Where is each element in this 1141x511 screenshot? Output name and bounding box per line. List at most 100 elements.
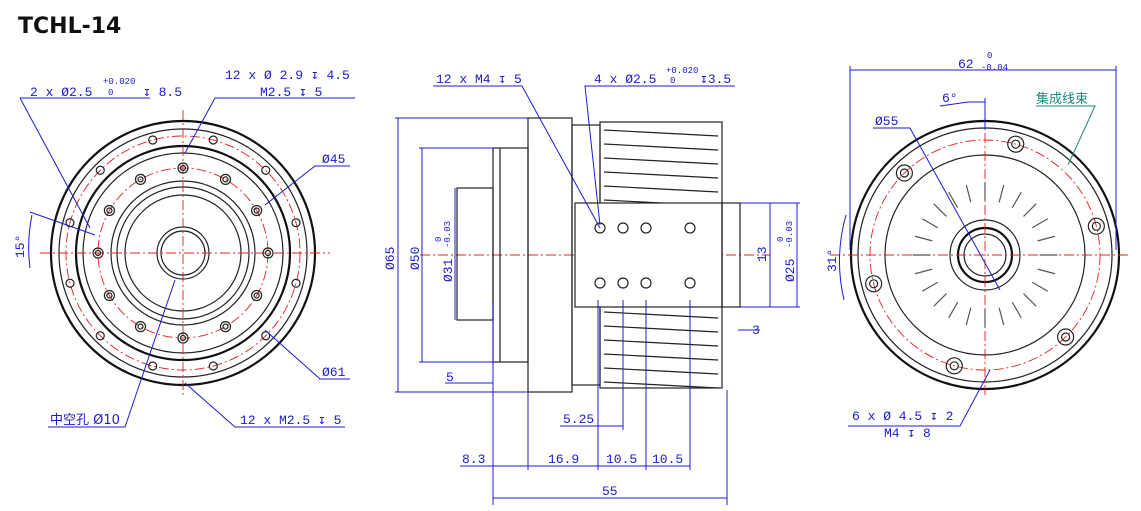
side-hole: [617, 277, 629, 289]
thread-hole-inner: [179, 164, 187, 172]
rear-holes-label-1: 6 x Ø 4.5 ↧ 2: [852, 409, 953, 424]
hollow-hole-label: 中空孔 Ø10: [50, 413, 120, 428]
cooling-fin: [603, 339, 719, 347]
pin-holes-label: 2 x Ø2.5: [30, 85, 92, 100]
cooling-fin: [603, 129, 719, 137]
vent-slot: [1032, 281, 1048, 292]
outer-bolt-hole: [65, 218, 75, 228]
side-hole: [684, 277, 696, 289]
vent-slot: [914, 235, 933, 242]
vent-slot: [965, 184, 972, 203]
dim-5-25-label: 5.25: [563, 412, 594, 427]
mount-hole: [1087, 217, 1105, 235]
side-view: 12 x M4 ↧ 5 4 x Ø2.5 +0.020 0 ↧3.5 Ø65 Ø…: [383, 66, 800, 505]
cooling-fin: [603, 353, 719, 361]
dia-50-label: Ø50: [408, 247, 423, 270]
vent-slot: [1023, 203, 1037, 217]
thread-hole: [134, 321, 147, 333]
angle-6-label: 6°: [942, 91, 958, 106]
rear-view: 62 0 -0.04 6° 集成线束 Ø55 31° 6 x Ø 4.5 ↧ 2…: [825, 51, 1130, 441]
dia-61-label: Ø61: [322, 365, 346, 380]
outer-bolt-hole: [291, 218, 301, 228]
thread-hole: [251, 289, 263, 302]
vent-slot: [1037, 268, 1056, 275]
thread-hole: [219, 321, 232, 333]
dim-10-5-b-label: 10.5: [652, 452, 683, 467]
mount-hole-inner: [1011, 139, 1021, 149]
thread-hole: [103, 289, 115, 302]
vent-slot: [914, 268, 933, 275]
thread-hole: [262, 247, 274, 259]
angle-31-label: 31°: [825, 249, 840, 272]
width-tol-lower: -0.04: [981, 63, 1008, 73]
outer-bolt-hole: [95, 331, 105, 341]
vent-slot: [933, 203, 947, 217]
cooling-fin: [603, 171, 719, 179]
dim-55-label: 55: [602, 484, 618, 499]
mount-hole-inner: [1061, 332, 1071, 342]
dia-31-tol-upper: 0: [434, 237, 444, 242]
thread-hole-inner: [106, 207, 113, 214]
side-hole: [617, 222, 629, 234]
thread-hole-inner: [137, 323, 144, 330]
thread-hole-inner: [253, 292, 260, 299]
vent-slot: [922, 218, 938, 229]
side-pin-tol-upper: +0.020: [666, 66, 698, 76]
vent-slot: [965, 307, 972, 326]
mount-hole: [865, 275, 883, 293]
thread-hole-inner: [137, 176, 144, 183]
dia-31-tol-lower: -0.03: [443, 221, 453, 248]
cooling-fin: [603, 143, 719, 151]
mount-hole-inner: [899, 168, 909, 178]
dia-25-tol-lower: -0.03: [785, 221, 795, 248]
dim-8-3-label: 8.3: [462, 452, 485, 467]
outer-bolt-hole: [208, 361, 218, 371]
outer-bolt-hole: [148, 135, 158, 145]
integrated-harness-label: 集成线束: [1036, 91, 1088, 107]
vent-slot: [1023, 293, 1037, 307]
thread-hole-inner: [253, 207, 260, 214]
thread-holes-label-1: 12 x Ø 2.9 ↧ 4.5: [225, 68, 350, 83]
bolt-holes-label: 12 x M2.5 ↧ 5: [240, 413, 341, 428]
mount-hole-inner: [949, 361, 959, 371]
vent-slot: [1011, 192, 1022, 208]
mount-hole: [1057, 328, 1075, 346]
dia-31-label: Ø31: [441, 258, 456, 282]
vent-slot: [1032, 218, 1048, 229]
side-hole: [640, 277, 652, 289]
dia-55-label: Ø55: [875, 114, 898, 129]
side-pin-tol-lower: 0: [670, 76, 675, 86]
m4-holes-label: 12 x M4 ↧ 5: [436, 72, 522, 87]
angle-15-label: 15°: [13, 235, 28, 258]
rear-holes-label-2: M4 ↧ 8: [884, 426, 931, 441]
thread-hole-inner: [222, 323, 229, 330]
cooling-fin: [603, 325, 719, 333]
front-view: 2 x Ø2.5 +0.020 0 ↧ 8.5 12 x Ø 2.9 ↧ 4.5…: [13, 68, 355, 428]
dia-45-label: Ø45: [322, 152, 345, 167]
dim-10-5-a-label: 10.5: [606, 452, 637, 467]
side-hole: [640, 222, 652, 234]
thread-hole: [103, 204, 115, 217]
dim-3-label: 3: [752, 323, 760, 338]
cooling-fin: [603, 311, 719, 319]
vent-slot: [922, 281, 938, 292]
side-hole: [594, 277, 606, 289]
vent-slot: [948, 302, 959, 318]
thread-hole-inner: [106, 292, 113, 299]
pin-depth-label: ↧ 8.5: [143, 85, 182, 100]
outer-bolt-hole: [208, 135, 218, 145]
cooling-fin: [603, 367, 719, 375]
outer-bolt-hole: [148, 361, 158, 371]
thread-hole: [219, 173, 232, 185]
thread-hole: [92, 247, 104, 259]
cooling-fin: [603, 381, 719, 389]
mount-hole: [895, 164, 913, 182]
cooling-fin: [603, 157, 719, 165]
pin-tol-lower: 0: [108, 88, 113, 98]
thread-hole-inner: [179, 334, 187, 342]
dia-25-tol-upper: 0: [776, 237, 786, 242]
outer-bolt-hole: [65, 278, 75, 288]
thread-hole: [134, 173, 147, 185]
outer-bolt-hole: [261, 165, 271, 175]
